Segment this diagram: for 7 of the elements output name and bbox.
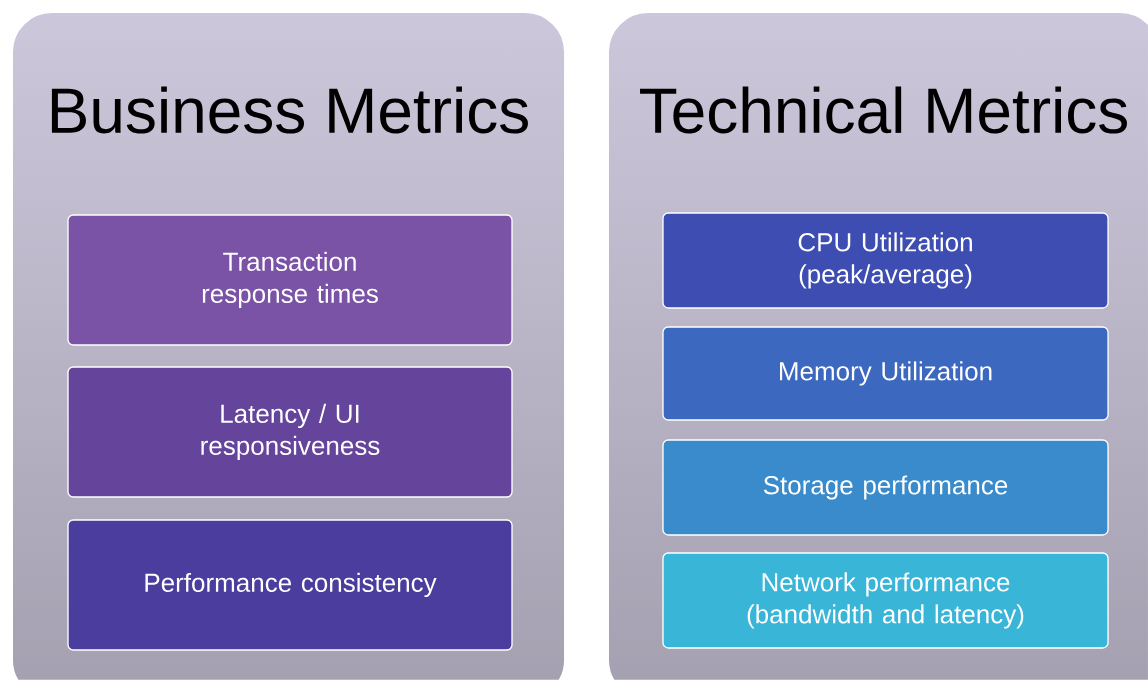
metric-box: Performance consistency — [67, 519, 513, 651]
metric-box: Latency / UI responsiveness — [67, 366, 513, 498]
metric-box: CPU Utilization (peak/average) — [662, 212, 1109, 309]
metric-box: Network performance (bandwidth and latency) — [662, 552, 1109, 649]
metric-box: Transaction response times — [67, 214, 513, 346]
metric-box: Storage performance — [662, 439, 1109, 536]
metric-box: Memory Utilization — [662, 326, 1109, 421]
